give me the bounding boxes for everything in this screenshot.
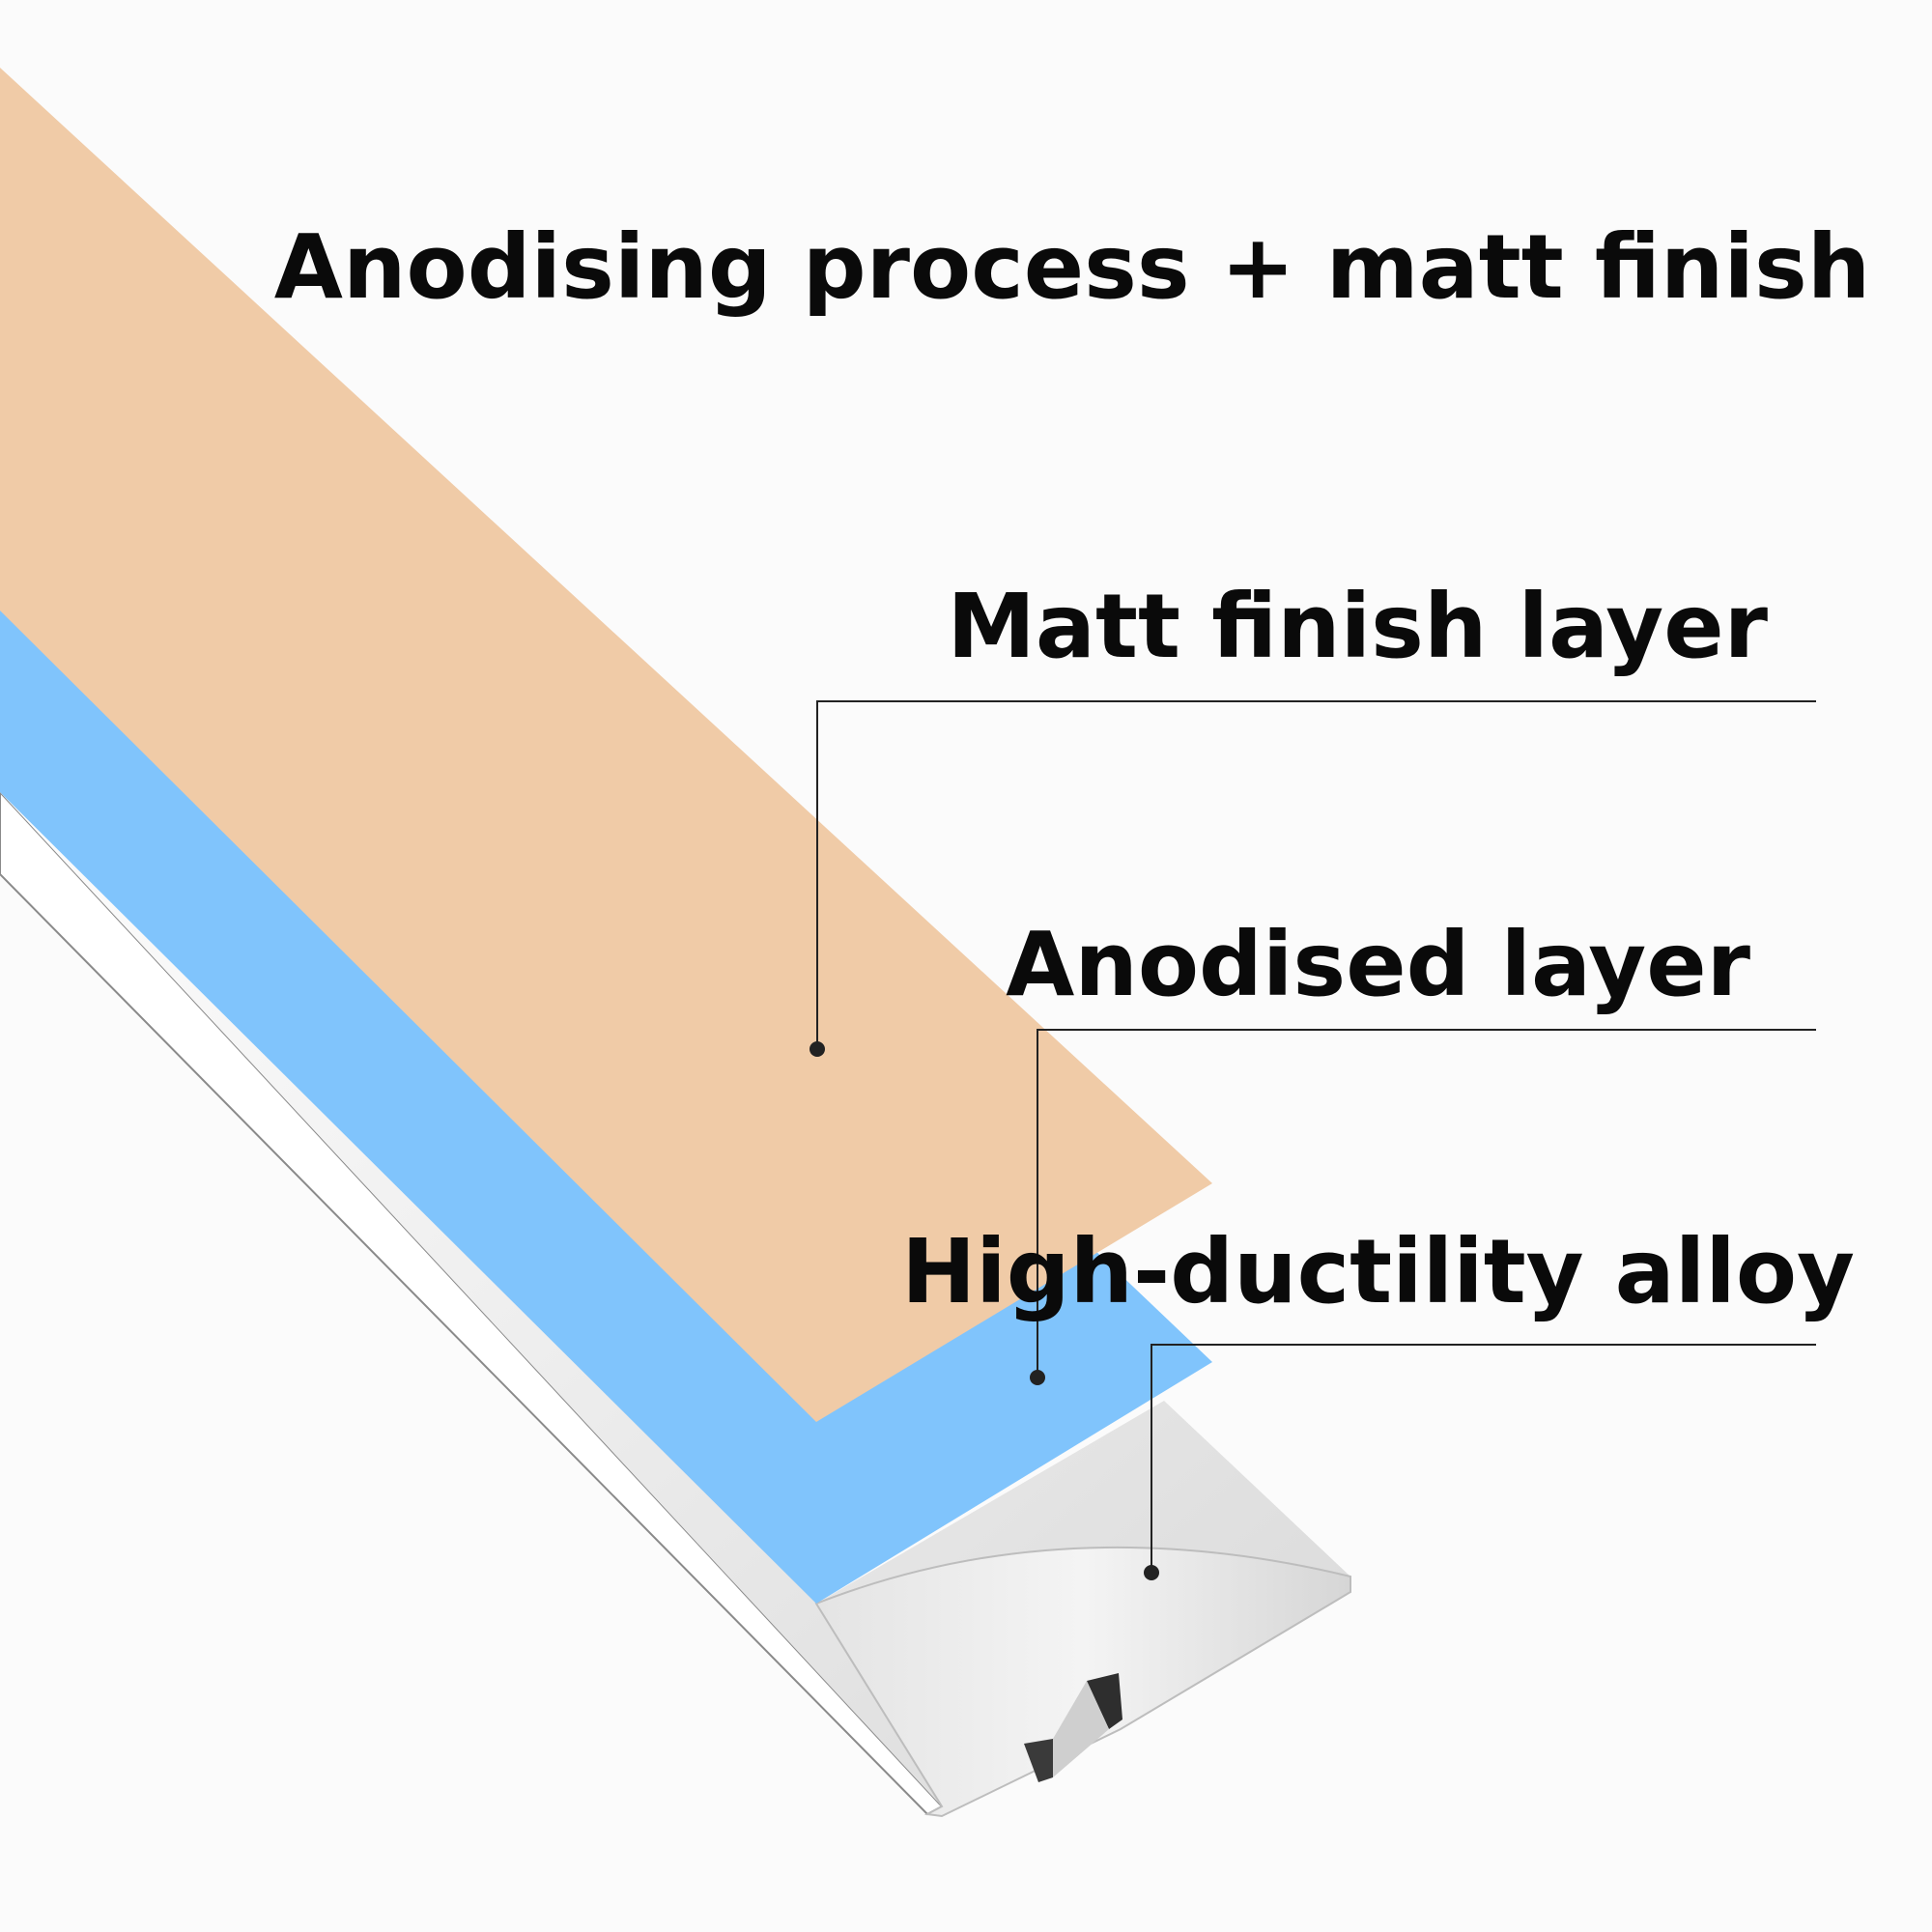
callout-matt-finish: Matt finish layer	[810, 575, 1816, 1057]
matt-finish-layer-band	[0, 68, 1212, 1422]
leader-dot-matt-finish	[810, 1041, 825, 1057]
alloy-leg-front	[1024, 1739, 1053, 1782]
callout-alloy: High-ductility alloy	[901, 1220, 1855, 1580]
leader-dot-alloy	[1144, 1565, 1159, 1580]
diagram-title: Anodising process + matt finish	[274, 215, 1870, 319]
alloy-top-surface	[0, 618, 1350, 1806]
label-high-ductility-alloy: High-ductility alloy	[901, 1220, 1855, 1323]
alloy-leg-back	[1087, 1673, 1122, 1729]
label-matt-finish-layer: Matt finish layer	[947, 575, 1768, 678]
leader-line-alloy	[1151, 1344, 1816, 1572]
alloy-leg-shade	[1053, 1681, 1109, 1777]
alloy-profile	[0, 618, 1351, 1818]
leader-dot-anodised	[1030, 1370, 1045, 1385]
leader-line-anodised	[1037, 1029, 1816, 1377]
callout-anodised: Anodised layer	[1006, 913, 1816, 1385]
label-anodised-layer: Anodised layer	[1006, 913, 1750, 1016]
leader-line-matt-finish	[816, 700, 1816, 1048]
